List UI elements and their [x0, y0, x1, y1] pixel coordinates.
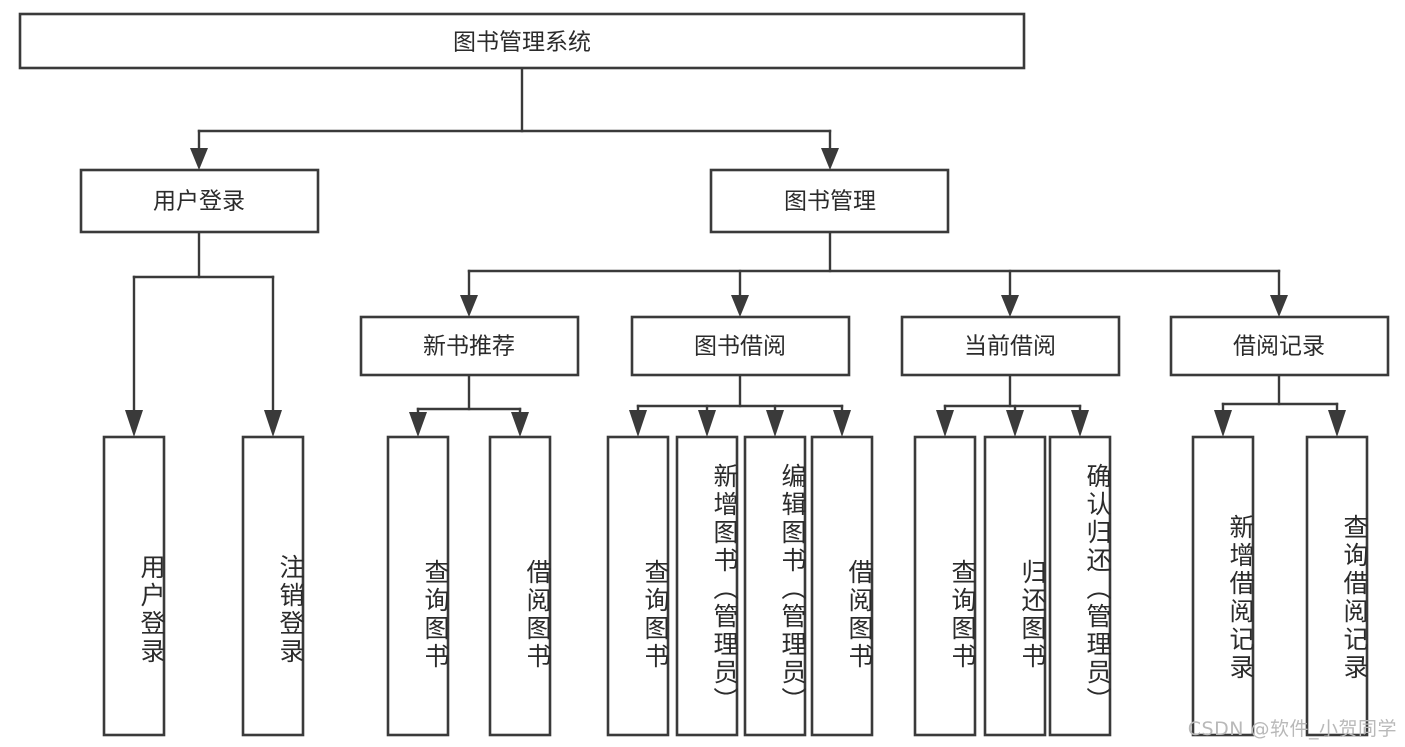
- connector-group-borrow-record: [1214, 373, 1346, 437]
- leaf-box-user-login[interactable]: [102, 435, 166, 737]
- node-new-book-recommend[interactable]: 新书推荐: [359, 315, 580, 377]
- leaf-box-logout-login[interactable]: [241, 435, 305, 737]
- arrow-head-leaf-add-borrow-record: [1214, 410, 1232, 437]
- connector-group-book-management: [460, 230, 1288, 317]
- arrow-head-leaf-query-book-1: [409, 412, 427, 437]
- node-book-management-label: 图书管理: [784, 189, 876, 215]
- node-current-borrow-box[interactable]: [900, 315, 1121, 377]
- arrow-head-user-login: [190, 148, 208, 170]
- node-borrow-record-box[interactable]: [1169, 315, 1390, 377]
- node-new-book-recommend-label: 新书推荐: [423, 334, 515, 360]
- node-book-borrow[interactable]: 图书借阅: [630, 315, 851, 377]
- arrow-head-new-book-recommend: [460, 295, 478, 317]
- node-borrow-record-label: 借阅记录: [1233, 334, 1325, 360]
- arrow-head-leaf-query-book-3: [936, 410, 954, 437]
- arrow-head-leaf-borrow-book-2: [833, 410, 851, 437]
- node-new-book-recommend-box[interactable]: [359, 315, 580, 377]
- leaf-box-add-borrow-record[interactable]: [1191, 435, 1255, 737]
- leaf-box-query-borrow-record[interactable]: [1305, 435, 1369, 737]
- node-user-login[interactable]: 用户登录: [79, 168, 320, 234]
- connector-group-new-book-recommend: [409, 373, 529, 437]
- connector-group-root: [190, 66, 839, 170]
- node-book-borrow-label: 图书借阅: [694, 334, 786, 360]
- node-book-management[interactable]: 图书管理: [709, 168, 950, 234]
- arrow-head-leaf-query-book-2: [629, 410, 647, 437]
- node-title-label: 图书管理系统: [453, 30, 591, 56]
- arrow-head-leaf-borrow-book-1: [511, 412, 529, 437]
- arrow-head-book-borrow: [731, 295, 749, 317]
- node-title-box[interactable]: [18, 12, 1026, 70]
- leaf-box-query-book-3[interactable]: [913, 435, 977, 737]
- arrow-head-current-borrow: [1001, 295, 1019, 317]
- arrow-head-leaf-user-login: [125, 410, 143, 437]
- leaf-box-edit-book-admin[interactable]: [743, 435, 807, 737]
- connector-group-current-borrow: [936, 373, 1089, 437]
- node-current-borrow-label: 当前借阅: [964, 334, 1056, 360]
- leaf-box-query-book-2[interactable]: [606, 435, 670, 737]
- node-current-borrow[interactable]: 当前借阅: [900, 315, 1121, 377]
- arrow-head-book-management: [821, 148, 839, 170]
- node-user-login-box[interactable]: [79, 168, 320, 234]
- arrow-head-leaf-return-book: [1006, 410, 1024, 437]
- arrow-head-leaf-query-borrow-record: [1328, 410, 1346, 437]
- arrow-head-borrow-record: [1270, 295, 1288, 317]
- leaf-box-confirm-return-admin[interactable]: [1048, 435, 1112, 737]
- node-user-login-label: 用户登录: [153, 189, 245, 215]
- leaf-box-borrow-book-1[interactable]: [488, 435, 552, 737]
- csdn-watermark: CSDN @软件_小贺同学: [1187, 718, 1397, 740]
- leaf-box-query-book-1[interactable]: [386, 435, 450, 737]
- arrow-head-leaf-edit-book-admin: [766, 410, 784, 437]
- node-book-management-box[interactable]: [709, 168, 950, 234]
- arrow-head-leaf-add-book-admin: [698, 410, 716, 437]
- node-borrow-record[interactable]: 借阅记录: [1169, 315, 1390, 377]
- leaf-box-return-book[interactable]: [983, 435, 1047, 737]
- leaf-box-add-book-admin[interactable]: [675, 435, 739, 737]
- connector-group-book-borrow: [629, 373, 851, 437]
- arrow-head-leaf-logout-login: [264, 410, 282, 437]
- arrow-head-leaf-confirm-return-admin: [1071, 410, 1089, 437]
- node-title[interactable]: 图书管理系统: [18, 12, 1026, 70]
- node-book-borrow-box[interactable]: [630, 315, 851, 377]
- connector-group-user-login: [125, 230, 282, 437]
- leaf-box-borrow-book-2[interactable]: [810, 435, 874, 737]
